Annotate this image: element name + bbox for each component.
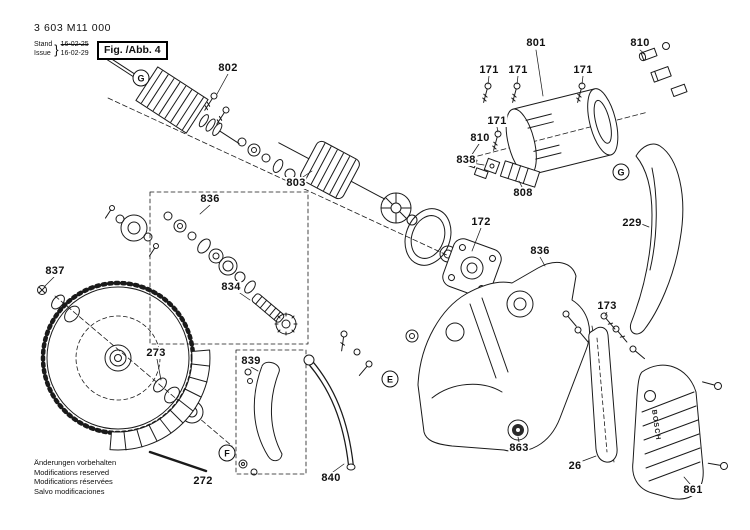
disclaimer-line-fr: Modifications réservées — [34, 477, 113, 487]
leader-lines — [44, 49, 691, 485]
lever-840 — [303, 330, 373, 471]
callout-802: 802 — [217, 62, 239, 74]
screws-173 — [600, 312, 628, 343]
callout-838: 838 — [455, 154, 477, 166]
rotor-803 — [278, 140, 502, 298]
brush-parts-810 — [638, 42, 688, 97]
callout-837: 837 — [44, 265, 66, 277]
callout-272: 272 — [192, 475, 214, 487]
callout-26: 26 — [567, 460, 583, 472]
callout-808: 808 — [512, 187, 534, 199]
issue-label: Issue — [34, 49, 51, 57]
callout-834: 834 — [220, 281, 242, 293]
disclaimer: Änderungen vorbehalten Modifications res… — [34, 458, 116, 496]
callout-173: 173 — [596, 300, 618, 312]
marker-G: G — [132, 69, 150, 87]
screws-171 — [482, 82, 586, 151]
callout-801: 801 — [525, 37, 547, 49]
switch-parts — [458, 154, 541, 188]
callout-863: 863 — [508, 442, 530, 454]
logo-circle-icon — [644, 390, 656, 402]
marker-F: F — [218, 444, 236, 462]
callout-171: 171 — [572, 64, 594, 76]
callout-861: 861 — [682, 484, 704, 496]
pointer-line-272 — [148, 450, 208, 473]
bearing-stack-836 — [104, 205, 298, 336]
issue-date: 16-02-29 — [60, 49, 89, 57]
guard-861: BOSCH — [632, 364, 728, 500]
callout-840: 840 — [320, 472, 342, 484]
revision-block: Stand Issue } 16-02-25 16-02-29 — [34, 41, 111, 58]
lower-guard-272 — [109, 349, 211, 473]
washer-chain-top — [237, 137, 296, 180]
armature-802 — [106, 56, 240, 145]
callout-171: 171 — [486, 115, 508, 127]
motor-housing-801 — [505, 88, 619, 176]
figure-label: Fig. /Abb. 4 — [97, 41, 168, 60]
handle-229 — [629, 143, 684, 335]
washers-273 — [153, 377, 167, 393]
callout-810: 810 — [629, 37, 651, 49]
gear-case-836 — [405, 261, 590, 452]
spindle-834 — [251, 293, 285, 323]
callout-839: 839 — [240, 355, 262, 367]
bracket-839 — [244, 361, 283, 462]
screw-icon — [216, 106, 230, 125]
callout-229: 229 — [621, 217, 643, 229]
callout-836: 836 — [199, 193, 221, 205]
part-808 — [499, 160, 541, 188]
callout-171: 171 — [507, 64, 529, 76]
callout-836: 836 — [529, 245, 551, 257]
stand-date: 16-02-25 — [60, 41, 89, 48]
part-number: 3 603 M11 000 — [34, 22, 112, 34]
part-838 — [483, 157, 501, 175]
disclaimer-line-es: Salvo modificaciones — [34, 486, 105, 496]
belt-26 — [588, 326, 645, 463]
bearing-flange-172 — [442, 238, 502, 298]
revision-brace: } — [54, 42, 59, 57]
disclaimer-line-de: Änderungen vorbehalten — [34, 458, 117, 467]
screw-icon — [204, 92, 218, 111]
wheel-863 — [507, 419, 529, 441]
disclaimer-line-en: Modifications reserved — [34, 467, 110, 477]
callout-803: 803 — [285, 177, 307, 189]
marker-G: G — [612, 163, 630, 181]
marker-E: E — [381, 370, 399, 388]
callout-810: 810 — [469, 132, 491, 144]
callout-172: 172 — [470, 216, 492, 228]
washers-near-f — [238, 459, 258, 476]
title-block: 3 603 M11 000 Stand Issue } 16-02-25 16-… — [34, 22, 111, 58]
stand-label: Stand — [34, 41, 53, 48]
callout-273: 273 — [145, 347, 167, 359]
brand-logo-text: BOSCH — [650, 409, 661, 441]
callout-171: 171 — [478, 64, 500, 76]
